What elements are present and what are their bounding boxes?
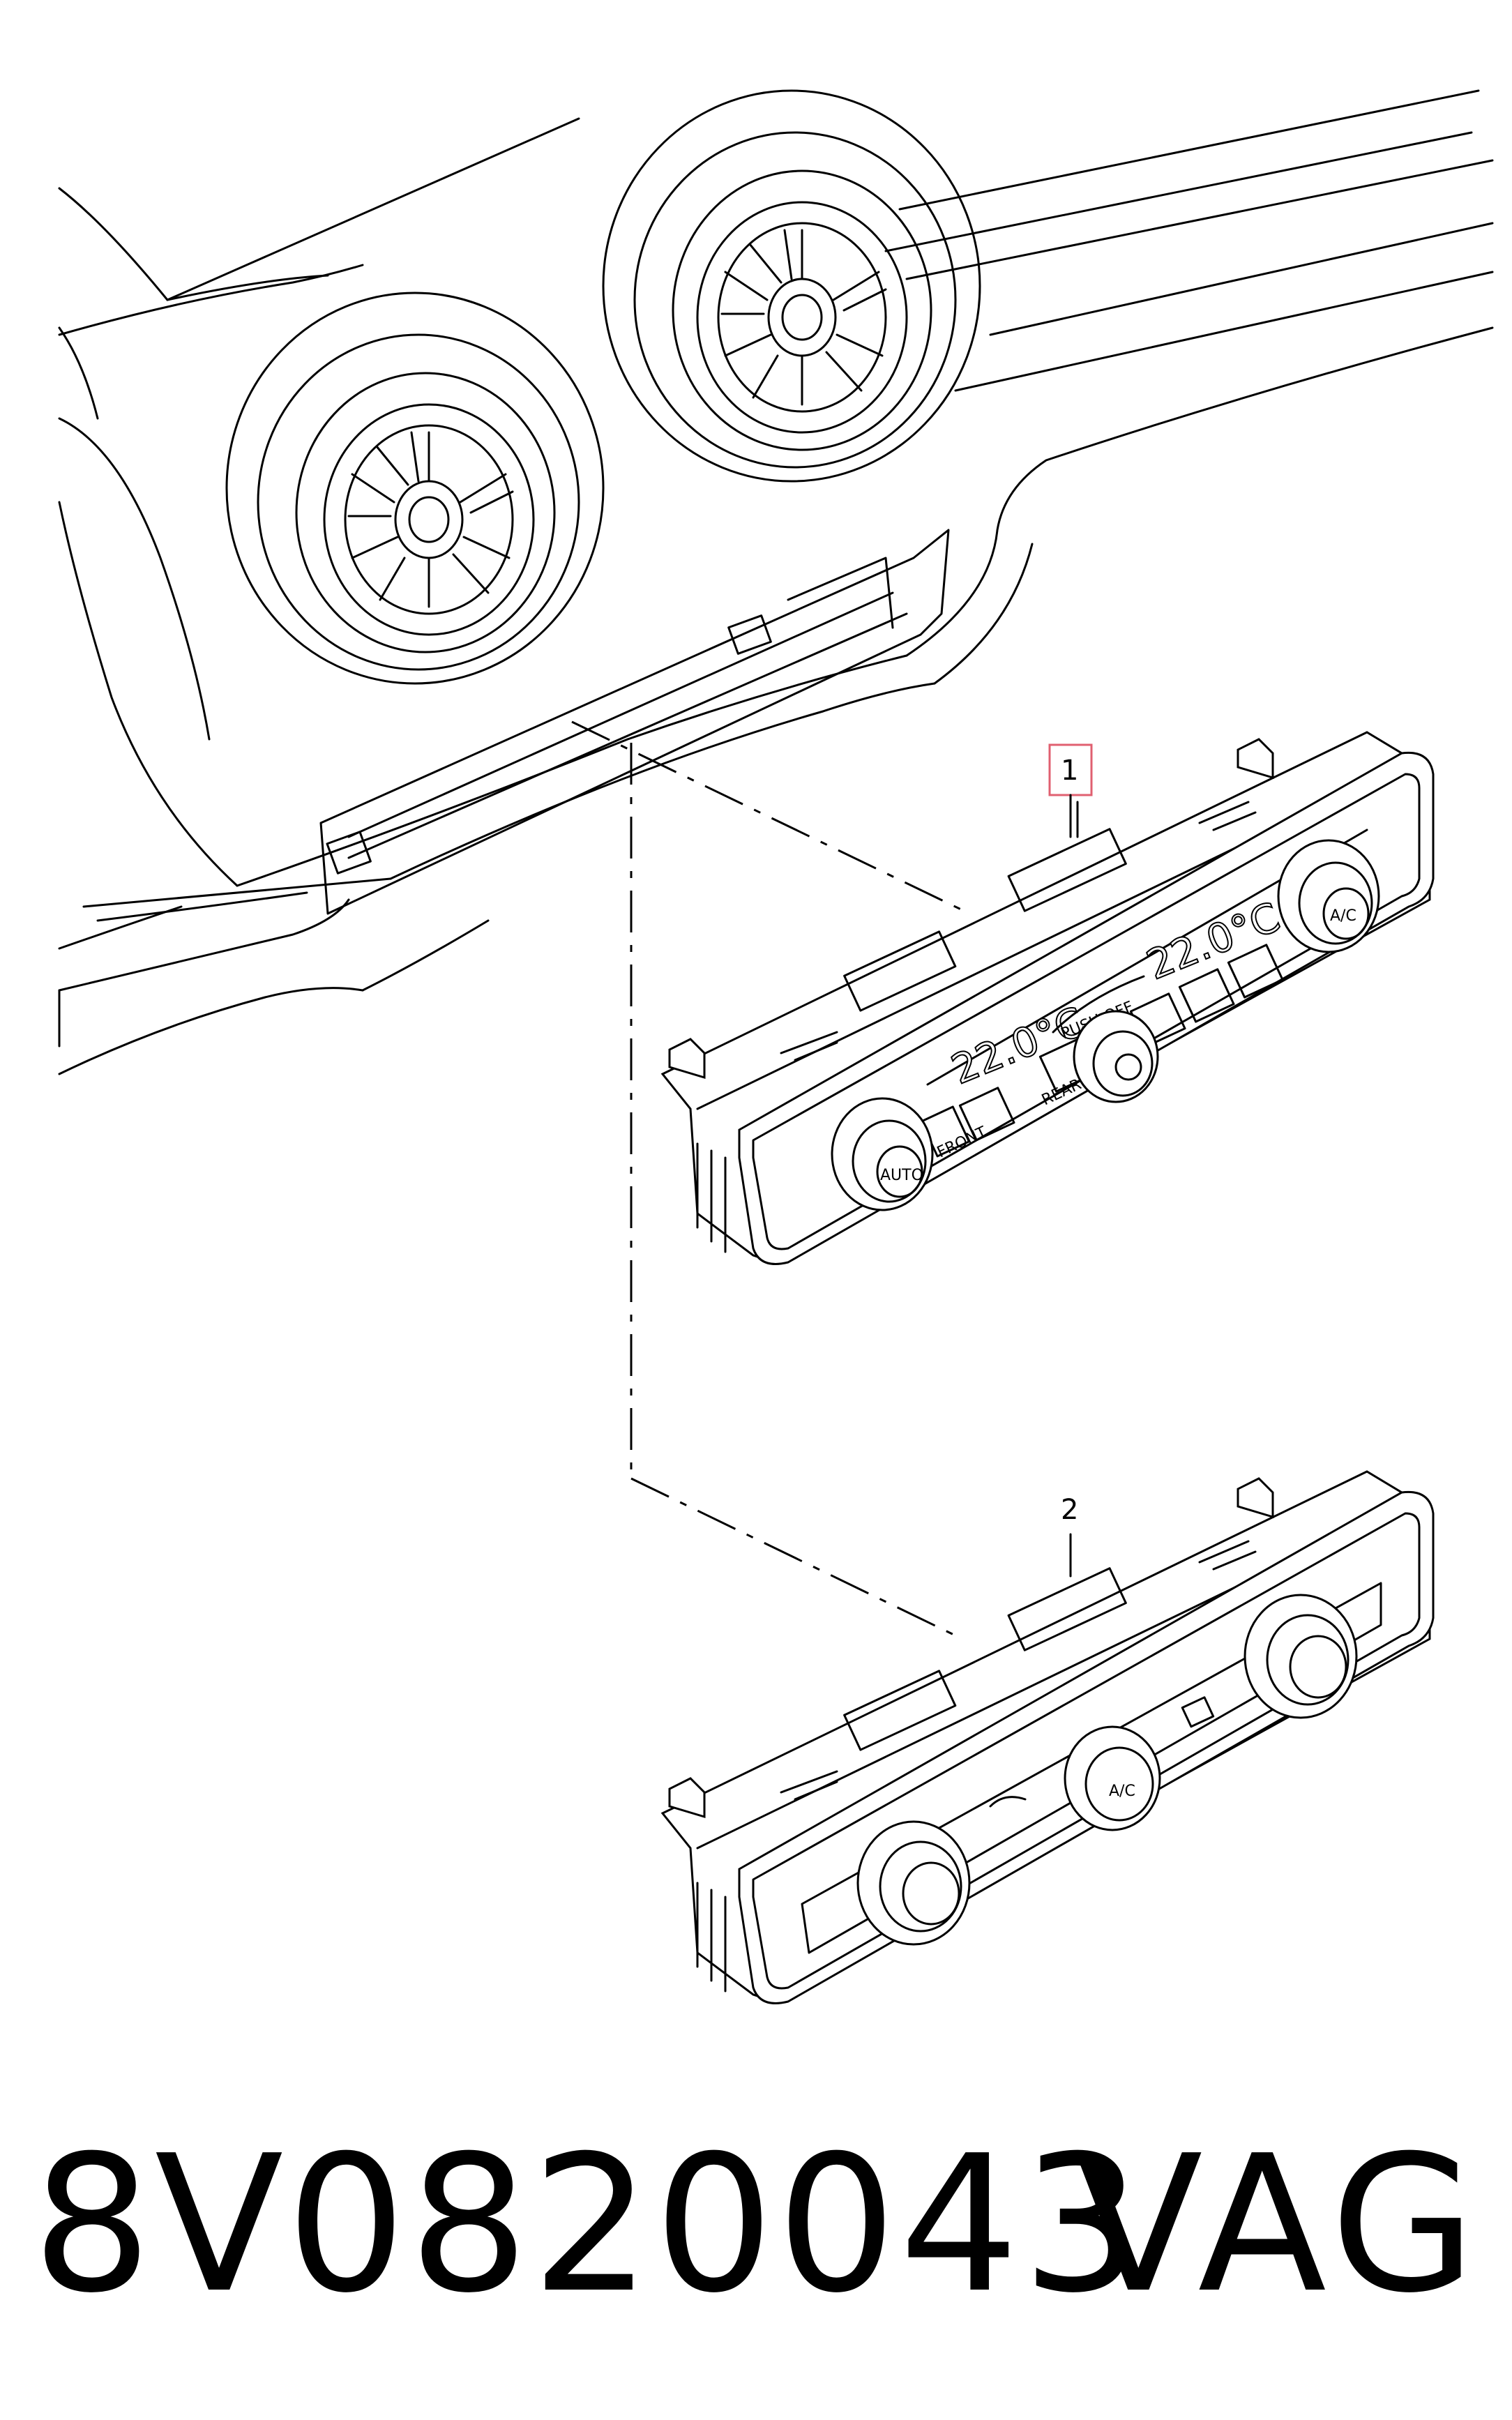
right-air-vent <box>602 89 981 483</box>
callout-1: 1 <box>1048 743 1093 838</box>
left-temperature-knob-2 <box>856 1820 971 1946</box>
svg-text:2: 2 <box>1061 1494 1078 1526</box>
left-temperature-knob: AUTO <box>831 1097 934 1211</box>
climate-control-panel-2: A/C <box>660 1470 1435 2004</box>
footer: 8V0820043 VAG <box>0 2099 1512 2392</box>
left-air-vent <box>225 292 605 685</box>
svg-text:A/C: A/C <box>1330 907 1356 925</box>
exploded-parts-diagram: 22.0°C 22.0°C PUSH OFF FRONT REAR AUTO <box>58 89 1494 2004</box>
brand-label: VAG <box>1074 2115 1483 2334</box>
right-temperature-knob: A/C <box>1277 839 1380 953</box>
right-temperature-knob-2 <box>1243 1594 1358 1719</box>
assembly-guide-lines <box>571 720 963 1640</box>
fan-ac-knob-2: A/C <box>1064 1725 1161 1831</box>
svg-text:AUTO: AUTO <box>880 1167 923 1184</box>
callout-1-box <box>1048 743 1093 796</box>
svg-text:1: 1 <box>1061 755 1078 787</box>
fan-speed-knob <box>1073 1010 1159 1103</box>
part-number: 8V0820043 <box>32 2115 1144 2334</box>
svg-text:A/C: A/C <box>1109 1783 1135 1800</box>
callout-2: 2 <box>1061 1494 1078 1578</box>
dashboard-illustration <box>58 89 1494 1075</box>
climate-control-panel-1: 22.0°C 22.0°C PUSH OFF FRONT REAR AUTO <box>660 731 1435 1265</box>
